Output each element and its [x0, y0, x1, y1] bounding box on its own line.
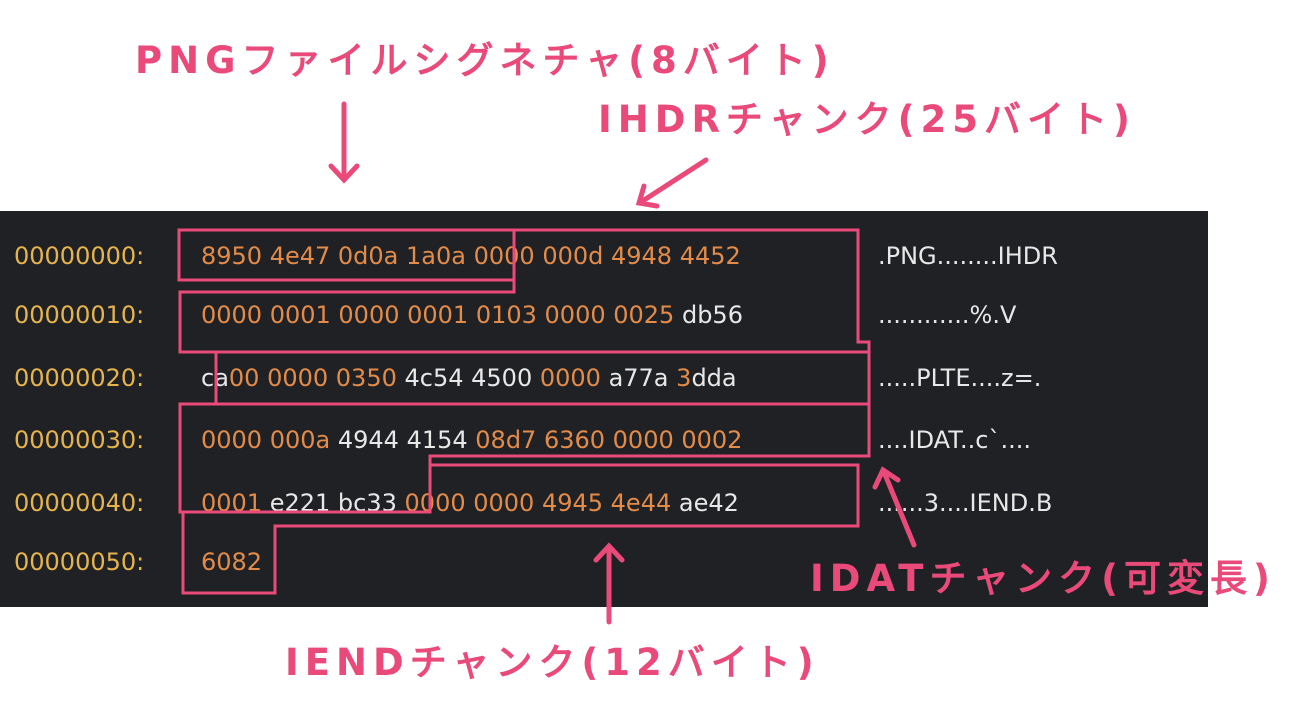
hex-byte-group: db56	[681, 301, 743, 329]
row-hex-bytes: 8950 4e47 0d0a 1a0a 0000 000d 4948 4452	[201, 241, 741, 271]
hex-byte-group: 0000 0000 4945 4e44	[404, 489, 679, 517]
hex-byte-group: 3	[676, 364, 692, 392]
iend-chunk-outline	[181, 463, 860, 595]
ihdr-chunk-label: IHDRチャンク(25バイト)	[598, 98, 1136, 141]
row-hex-bytes: 0000 000a 4944 4154 08d7 6360 0000 0002	[201, 425, 742, 455]
row-offset: 00000030:	[14, 426, 145, 454]
hex-row: 00000030: 0000 000a 4944 4154 08d7 6360 0…	[14, 425, 1031, 455]
row-offset: 00000020:	[14, 364, 145, 392]
hex-row: 00000010: 0000 0001 0000 0001 0103 0000 0…	[14, 300, 1016, 330]
hex-byte-group: 08d7 6360 0000 0002	[475, 426, 743, 454]
hex-byte-group: 6082	[201, 548, 263, 576]
iend-chunk-label: IENDチャンク(12バイト)	[285, 641, 820, 684]
idat-chunk-outline	[178, 350, 871, 514]
ihdr-arrow	[635, 157, 709, 209]
row-ascii: ............%.V	[878, 301, 1017, 329]
hex-byte-group: a77a	[608, 364, 677, 392]
row-ascii: ....IDAT..c`....	[878, 426, 1031, 454]
hex-row: 00000020: ca00 0000 0350 4c54 4500 0000 a…	[14, 363, 1041, 393]
hex-byte-group: 0000	[539, 364, 609, 392]
hex-byte-group: 0000 0001 0000 0001 0103 0000 0025	[201, 301, 682, 329]
row-hex-bytes: 0000 0001 0000 0001 0103 0000 0025 db56	[201, 300, 743, 330]
idat-arrow	[872, 466, 917, 548]
hex-byte-group: 4944 4154	[337, 426, 476, 454]
hex-byte-group: 0000 000a	[201, 426, 338, 454]
row-ascii: .PNG........IHDR	[878, 242, 1058, 270]
row-offset: 00000050:	[14, 548, 145, 576]
png-signature-box	[177, 228, 516, 282]
row-ascii: .....PLTE....z=.	[878, 364, 1042, 392]
row-hex-bytes: ca00 0000 0350 4c54 4500 0000 a77a 3dda	[201, 363, 737, 393]
iend-arrow	[593, 542, 625, 625]
row-offset: 00000000:	[14, 242, 145, 270]
hex-byte-group: 4c54 4500	[404, 364, 540, 392]
row-ascii: ......3....IEND.B	[878, 489, 1053, 517]
hex-byte-group: 0000 000d 4948 4452	[473, 242, 741, 270]
hex-byte-group: 00 0000 0350	[228, 364, 405, 392]
hex-byte-group: ae42	[678, 489, 739, 517]
hex-row: 00000050: 6082	[14, 547, 262, 577]
idat-chunk-label: IDATチャンク(可変長)	[810, 557, 1276, 600]
ihdr-chunk-outline	[178, 228, 871, 406]
row-hex-bytes: 6082	[201, 547, 262, 577]
row-offset: 00000040:	[14, 489, 145, 517]
hex-byte-group: 8950 4e47 0d0a 1a0a	[201, 242, 474, 270]
hex-byte-group: dda	[691, 364, 737, 392]
hex-dump-panel: 00000000: 8950 4e47 0d0a 1a0a 0000 000d 4…	[0, 211, 1208, 607]
png-signature-arrow	[328, 101, 360, 184]
row-offset: 00000010:	[14, 301, 145, 329]
png-signature-label: PNGファイルシグネチャ(8バイト)	[135, 39, 835, 82]
hex-row: 00000000: 8950 4e47 0d0a 1a0a 0000 000d 4…	[14, 241, 1058, 271]
